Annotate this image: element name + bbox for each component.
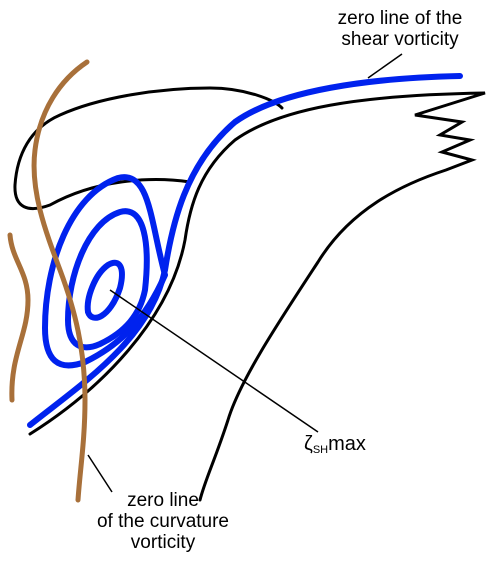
label-line: shear vorticity	[341, 29, 459, 50]
zeta-max-leader	[109, 289, 319, 433]
label-line: of the curvature	[96, 511, 230, 532]
curvature-zero-line	[31, 59, 90, 503]
curvature-zero-line-left	[7, 232, 31, 403]
shear-label-leader	[367, 53, 403, 79]
shear-zero-line-label: zero line of the shear vorticity	[318, 8, 482, 50]
label-line: zero line	[127, 490, 199, 511]
label-line: vorticity	[130, 532, 196, 553]
vortex-loop-outer	[41, 174, 168, 369]
zeta-symbol: ζ	[304, 433, 313, 455]
curvature-label-leader	[87, 454, 113, 493]
zeta-suffix: max	[328, 433, 366, 455]
cloud-band-outline	[13, 86, 284, 210]
vortex-loop-inner	[84, 259, 125, 321]
zeta-subscript: SH	[312, 444, 329, 456]
cloud-comma-outline	[28, 91, 486, 502]
shear-zero-line	[27, 73, 463, 428]
label-line: zero line of the	[337, 8, 463, 29]
zeta-max-label: ζSHmax	[304, 434, 366, 461]
curvature-zero-line-label: zero line of the curvature vorticity	[88, 490, 238, 553]
